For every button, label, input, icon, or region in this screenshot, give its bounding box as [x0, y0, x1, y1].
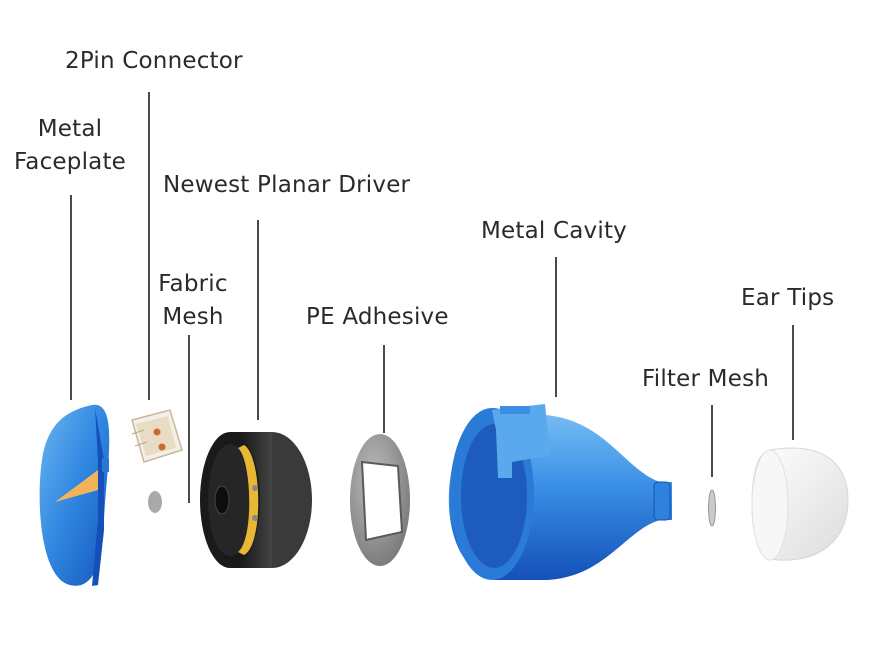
2pin-connector-part: [132, 410, 182, 462]
fabric-mesh-part: [148, 491, 162, 513]
ear-tips-part: [752, 448, 848, 560]
planar-driver-part: [200, 432, 312, 568]
metal-cavity-part: [449, 404, 672, 580]
pe-adhesive-part: [350, 434, 410, 566]
filter-mesh-part: [709, 490, 716, 526]
metal-faceplate-part: [40, 405, 110, 586]
